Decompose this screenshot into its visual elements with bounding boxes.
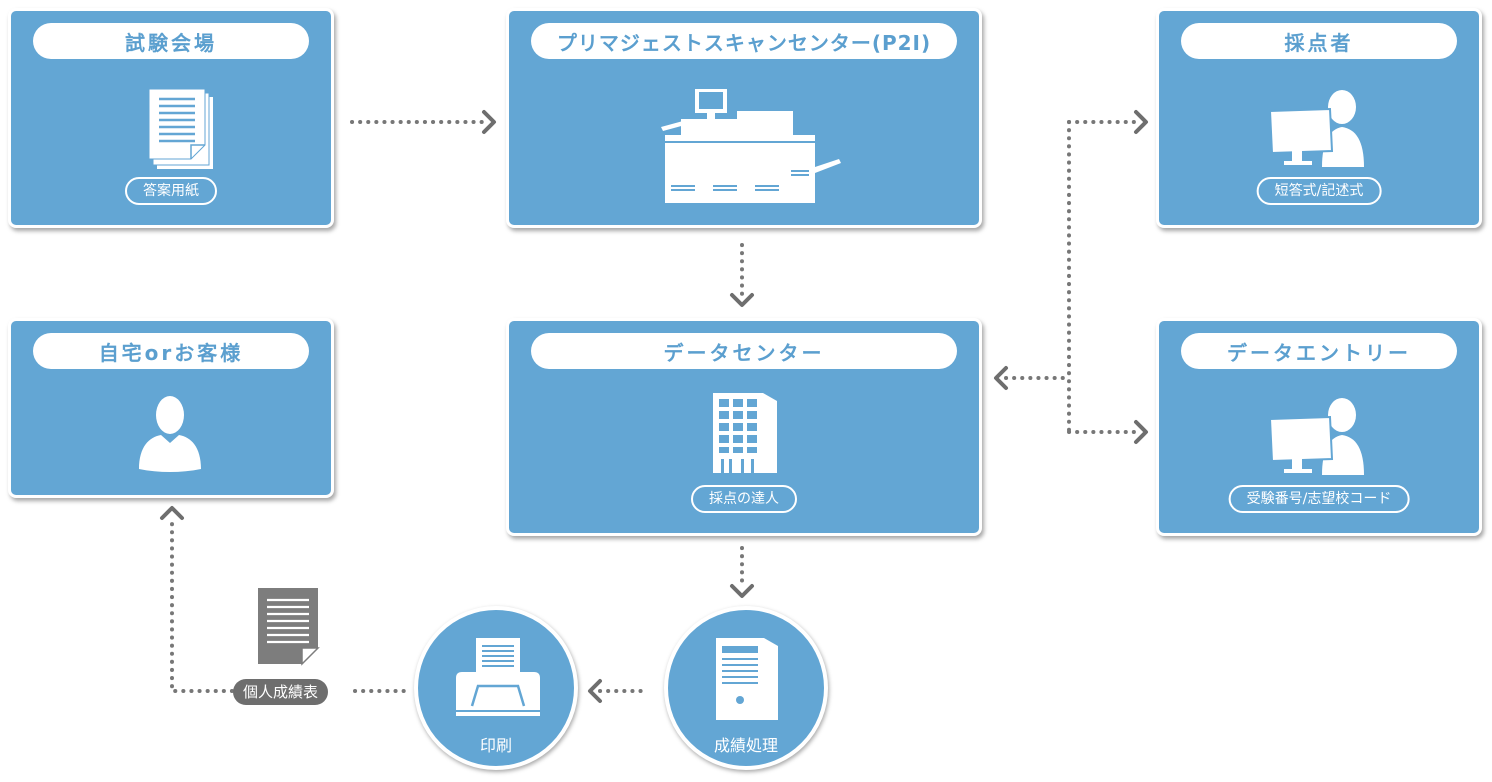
arrow-head-right-grader (1134, 110, 1148, 134)
node-grade-processing: 成績処理 (664, 606, 828, 770)
arrow-head-right-scan (482, 110, 496, 134)
edge-report-to-home (170, 516, 234, 693)
node-printing: 印刷 (414, 606, 578, 770)
node-tag: 受験番号/志望校コード (1228, 485, 1410, 513)
node-grader: 採点者 短答式/記述式 (1156, 8, 1482, 228)
node-title: 採点者 (1181, 23, 1457, 59)
node-title: データセンター (531, 333, 957, 369)
node-home-customer: 自宅orお客様 (8, 318, 334, 498)
node-exam-venue: 試験会場 答案用紙 (8, 8, 334, 228)
node-title: データエントリー (1181, 333, 1457, 369)
person-at-computer-icon (1268, 90, 1364, 167)
office-building-icon (713, 393, 777, 473)
node-tag: 答案用紙 (125, 177, 217, 205)
node-label: 印刷 (479, 736, 512, 755)
stacked-documents-icon (149, 89, 213, 169)
arrow-head-right-entry (1134, 420, 1148, 444)
arrow-head-up-home (160, 506, 184, 520)
node-tag: 採点の達人 (691, 485, 797, 513)
node-title: プリマジェストスキャンセンター(P2I) (531, 23, 957, 59)
node-label: 成績処理 (713, 736, 778, 755)
document-icon (258, 588, 320, 666)
scanner-machine-icon (661, 89, 841, 203)
printer-icon (456, 638, 540, 716)
arrow-head-down-datacenter (730, 293, 754, 307)
node-scan-center: プリマジェストスキャンセンター(P2I) (506, 8, 982, 228)
person-at-computer-icon (1268, 398, 1364, 475)
node-title: 自宅orお客様 (33, 333, 309, 369)
arrow-head-left-print (588, 679, 602, 703)
arrow-head-down-processing (730, 584, 754, 598)
node-data-entry: データエントリー 受験番号/志望校コード (1156, 318, 1482, 536)
node-title: 試験会場 (33, 23, 309, 59)
server-icon (716, 638, 778, 720)
report-label: 個人成績表 (233, 679, 329, 705)
person-icon (139, 396, 201, 472)
node-data-center: データセンター 採点の達人 (506, 318, 982, 536)
node-tag: 短答式/記述式 (1256, 177, 1382, 205)
arrow-head-left-datacenter (994, 366, 1008, 390)
